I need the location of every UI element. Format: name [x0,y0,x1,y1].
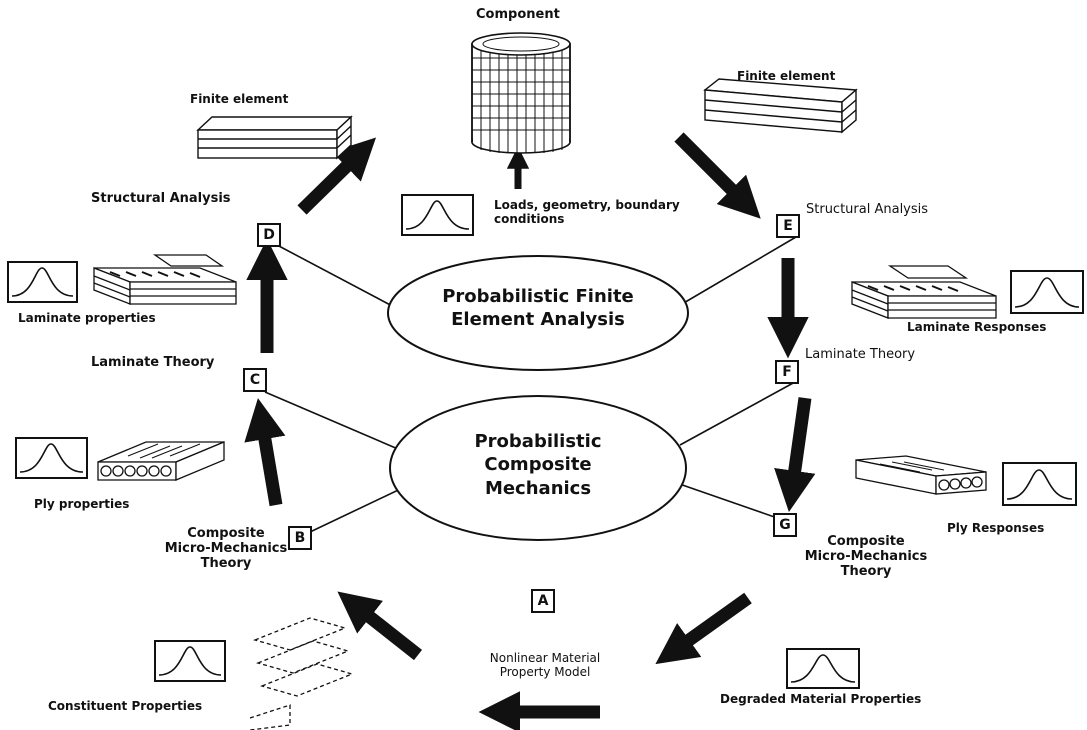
micromechanics-left-label: Composite Micro-Mechanics Theory [156,526,296,572]
pcm-label-line1: Probabilistic [474,431,602,452]
micromechanics-right-line2: Micro-Mechanics [804,548,928,564]
laminate-responses-label: Laminate Responses [907,320,1047,334]
loads-label: Loads, geometry, boundary conditions [494,198,680,227]
node-d: D [257,223,281,247]
arrow-component-to-e [674,132,761,219]
degraded-properties-label: Degraded Material Properties [720,692,922,706]
structural-analysis-left-label: Structural Analysis [91,191,231,206]
micromechanics-left-line1: Composite [187,526,265,541]
node-a: A [531,589,555,613]
finite-element-right [703,78,858,134]
loads-label-line1: Loads, geometry, boundary [494,198,680,212]
ply-left-graphic [97,441,225,481]
pfea-label-line2: Element Analysis [451,309,625,331]
nonlinear-model-line1: Nonlinear Material [489,651,601,665]
laminate-theory-left-label: Laminate Theory [91,355,215,370]
constituent-properties-label: Constituent Properties [48,699,203,713]
component-label: Component [476,7,560,22]
ply-right-graphic [855,455,987,495]
micromechanics-right-line1: Composite [827,534,905,549]
finite-element-left-label: Finite element [190,92,289,106]
micromechanics-left-line2: Micro-Mechanics [164,540,288,556]
distribution-boxes [7,194,1084,689]
arrow-f-to-g [774,397,816,513]
nonlinear-model-line2: Property Model [499,664,591,679]
pfea-ellipse [387,255,689,371]
component-cylinder [471,32,571,154]
arrow-d-to-fe-left [297,137,377,215]
pfea-label: Probabilistic Finite Element Analysis [388,285,688,332]
laminate-theory-right-label: Laminate Theory [805,347,916,362]
node-e: E [776,214,800,238]
node-f: F [775,360,799,384]
arrow-g-to-a [655,592,752,665]
node-c: C [243,368,267,392]
connector-lines [264,236,797,533]
arrow-a-to-b [337,591,423,661]
pcm-label: Probabilistic Composite Mechanics [390,430,686,500]
arrow-b-to-c [244,398,286,507]
constituent-graphic [249,617,355,730]
laminate-left-graphic [93,254,237,305]
ply-responses-label: Ply Responses [947,521,1045,535]
pfea-label-line1: Probabilistic Finite [442,286,634,307]
micromechanics-right-label: Composite Micro-Mechanics Theory [796,534,936,580]
ply-properties-label: Ply properties [34,497,130,511]
loads-label-line2: conditions [494,211,565,226]
structural-analysis-right-label: Structural Analysis [806,202,929,217]
laminate-properties-label: Laminate properties [18,311,156,325]
pcm-ellipse [389,395,687,541]
pcm-label-line2: Composite [484,454,592,476]
micromechanics-left-line3: Theory [200,555,252,571]
node-b: B [288,526,312,550]
micromechanics-right-line3: Theory [840,563,892,579]
flow-arrows [244,132,816,730]
finite-element-left [196,115,353,160]
finite-element-right-label: Finite element [737,69,836,83]
node-g: G [773,513,797,537]
pcm-label-line3: Mechanics [484,477,592,499]
laminate-right-graphic [851,265,997,319]
nonlinear-model-label: Nonlinear Material Property Model [470,651,620,680]
